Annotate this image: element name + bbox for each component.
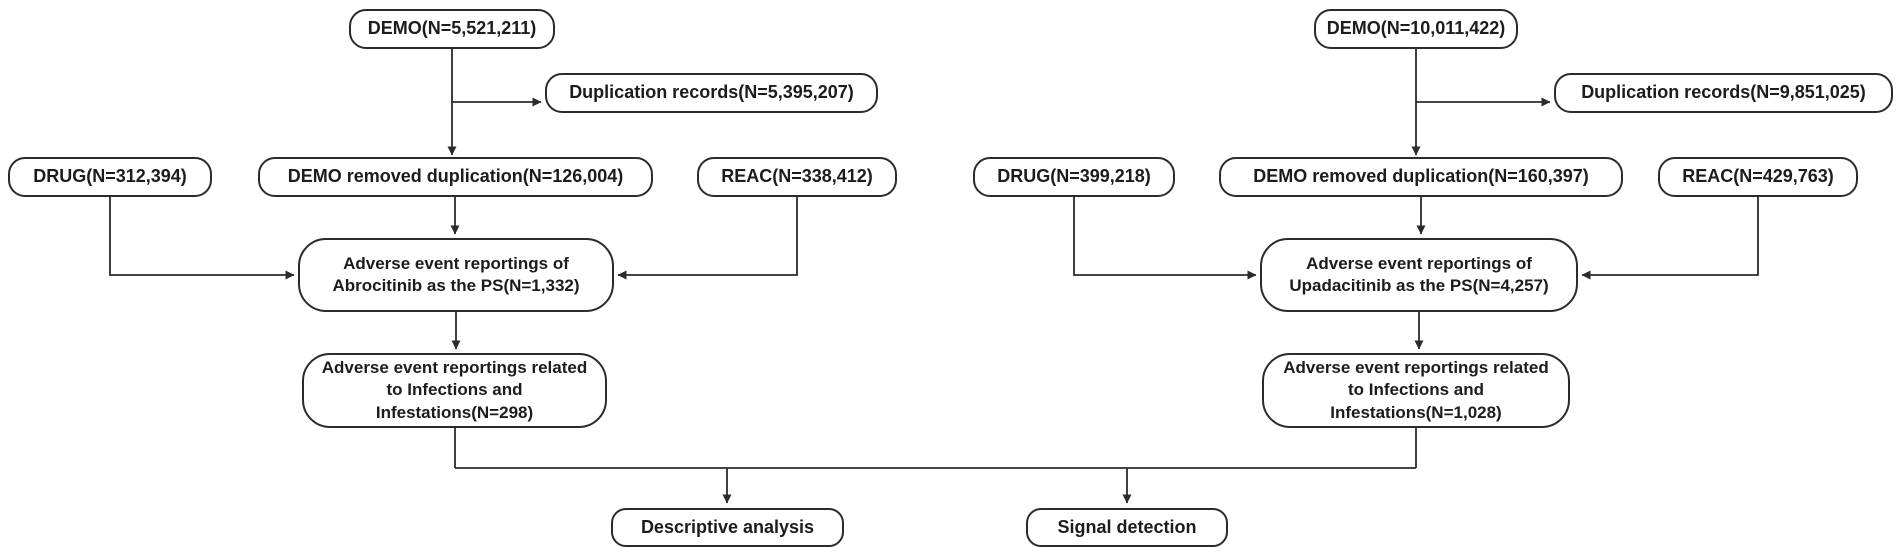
node-demo-removed-duplication-left: DEMO removed duplication(N=126,004): [258, 157, 653, 197]
node-drug-right: DRUG(N=399,218): [973, 157, 1175, 197]
node-reac-right: REAC(N=429,763): [1658, 157, 1858, 197]
node-drug-left: DRUG(N=312,394): [8, 157, 212, 197]
edge-drugR-to-upadacitinib: [1073, 197, 1257, 280]
node-signal-detection: Signal detection: [1026, 508, 1228, 547]
edge-reacL-to-abrocitinib: [617, 197, 798, 280]
node-infections-right: Adverse event reportings related to Infe…: [1262, 353, 1570, 428]
edge-drugL-to-abrocitinib: [109, 197, 295, 280]
node-descriptive-analysis: Descriptive analysis: [611, 508, 844, 547]
node-reac-left: REAC(N=338,412): [697, 157, 897, 197]
node-duplication-records-right: Duplication records(N=9,851,025): [1554, 73, 1893, 113]
node-abrocitinib-ps: Adverse event reportings of Abrocitinib …: [298, 238, 614, 312]
node-demo-left: DEMO(N=5,521,211): [349, 9, 555, 49]
node-infections-left: Adverse event reportings related to Infe…: [302, 353, 607, 428]
node-demo-right: DEMO(N=10,011,422): [1314, 9, 1518, 49]
edge-reacR-to-upadacitinib: [1581, 197, 1759, 280]
node-demo-removed-duplication-right: DEMO removed duplication(N=160,397): [1219, 157, 1623, 197]
node-upadacitinib-ps: Adverse event reportings of Upadacitinib…: [1260, 238, 1578, 312]
node-duplication-records-left: Duplication records(N=5,395,207): [545, 73, 878, 113]
